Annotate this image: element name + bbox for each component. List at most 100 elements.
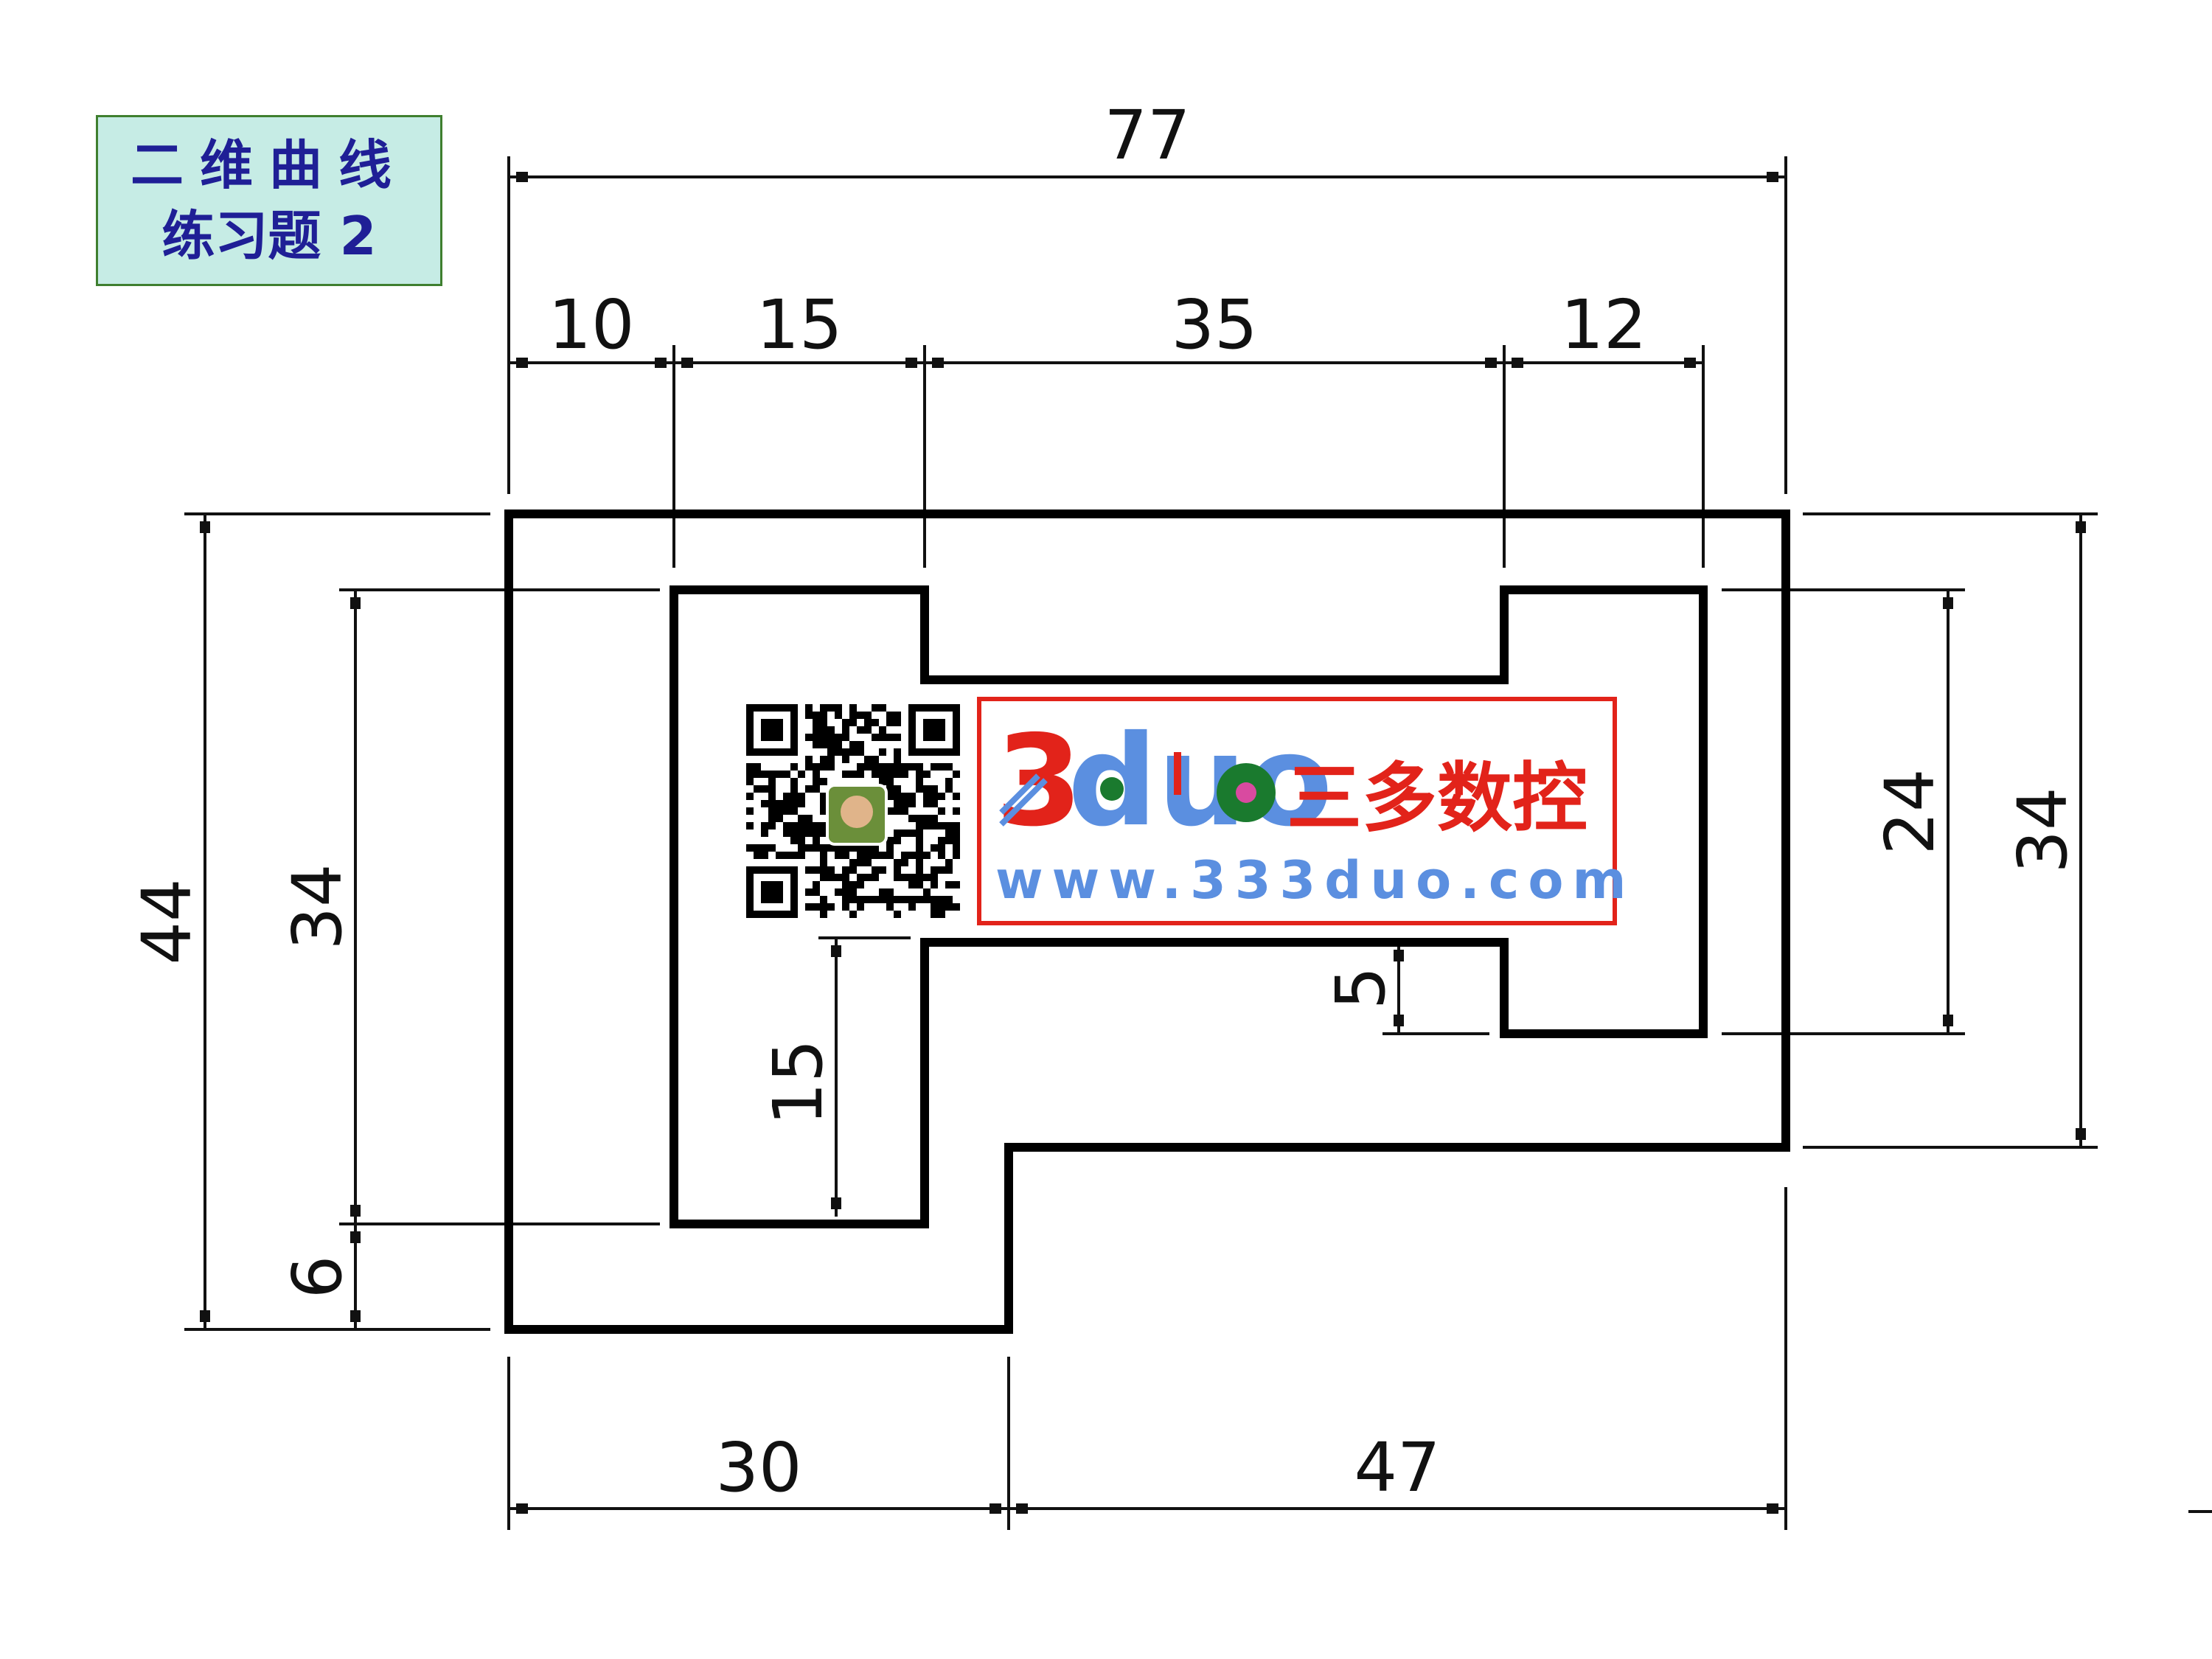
qr-module	[908, 815, 916, 822]
qr-module	[953, 881, 960, 888]
qr-module	[790, 822, 798, 830]
qr-module	[849, 896, 857, 903]
qr-module	[761, 771, 768, 778]
qr-module	[820, 800, 827, 807]
qr-module	[820, 712, 827, 719]
qr-module	[805, 822, 813, 830]
qr-module	[864, 896, 872, 903]
qr-module	[746, 778, 754, 785]
qr-module	[945, 881, 953, 888]
qr-module	[768, 807, 776, 815]
qr-module	[849, 719, 857, 726]
qr-module	[894, 763, 901, 771]
dim-bottom-seg-1: 30	[715, 1428, 801, 1507]
qr-module	[886, 837, 894, 844]
qr-module	[761, 844, 768, 852]
qr-module	[908, 896, 916, 903]
qr-module	[813, 785, 820, 793]
qr-module	[901, 830, 908, 837]
qr-module	[805, 830, 813, 837]
qr-module	[827, 844, 835, 852]
logo-brand-cn: 三多数控	[1287, 755, 1587, 843]
qr-module	[857, 844, 864, 852]
qr-module	[886, 771, 894, 778]
dim-left-bottom: 6	[278, 1256, 357, 1299]
qr-module	[835, 748, 842, 756]
qr-module	[842, 881, 849, 888]
qr-module	[938, 844, 945, 852]
qr-module	[945, 763, 953, 771]
qr-module	[820, 778, 827, 785]
qr-module	[761, 852, 768, 859]
qr-module	[931, 822, 938, 830]
logo-stripes	[999, 773, 1048, 827]
dim-top-seg-1: 10	[548, 285, 634, 364]
qr-module	[872, 896, 879, 903]
qr-module	[923, 822, 931, 830]
dim-top-seg-4: 12	[1560, 285, 1646, 364]
qr-module	[894, 793, 901, 800]
qr-module	[820, 911, 827, 918]
qr-module	[754, 763, 761, 771]
qr-module	[872, 763, 879, 771]
qr-module	[872, 734, 879, 741]
qr-module	[842, 896, 849, 903]
qr-module	[879, 734, 886, 741]
qr-module	[945, 859, 953, 866]
qr-module	[790, 763, 798, 771]
qr-module	[945, 837, 953, 844]
qr-module	[813, 741, 820, 748]
qr-module	[857, 852, 864, 859]
qr-module	[783, 822, 790, 830]
dim-top-total: 77	[1104, 96, 1190, 175]
qr-module	[931, 896, 938, 903]
qr-module	[923, 785, 931, 793]
qr-module	[768, 793, 776, 800]
qr-module	[908, 881, 916, 888]
qr-module	[857, 896, 864, 903]
dim-top-seg-2: 15	[756, 285, 842, 364]
qr-module	[827, 734, 835, 741]
qr-module	[938, 793, 945, 800]
qr-module	[790, 785, 798, 793]
qr-module	[864, 859, 872, 866]
qr-module	[901, 874, 908, 881]
qr-module	[798, 852, 805, 859]
qr-module	[768, 800, 776, 807]
qr-module	[886, 793, 894, 800]
qr-module	[931, 793, 938, 800]
qr-module	[938, 896, 945, 903]
qr-module	[746, 793, 754, 800]
qr-module	[916, 785, 923, 793]
qr-module	[886, 778, 894, 785]
logo-url: www.333duo.com	[995, 850, 1635, 911]
dim-left-outer: 44	[128, 878, 206, 964]
qr-module	[886, 712, 894, 719]
logo-brand-3: 3	[995, 709, 1082, 855]
qr-module	[864, 874, 872, 881]
qr-module	[849, 748, 857, 756]
qr-module	[746, 807, 754, 815]
qr-module	[820, 844, 827, 852]
qr-module	[857, 771, 864, 778]
qr-module	[827, 874, 835, 881]
qr-module	[894, 734, 901, 741]
qr-module	[798, 815, 805, 822]
qr-module	[820, 793, 827, 800]
qr-module	[768, 844, 776, 852]
qr-module	[953, 830, 960, 837]
qr-module	[931, 866, 938, 874]
qr-module	[805, 734, 813, 741]
qr-module	[938, 911, 945, 918]
qr-module	[820, 903, 827, 911]
qr-module	[842, 748, 849, 756]
qr-module	[835, 734, 842, 741]
qr-module	[864, 726, 872, 734]
qr-module	[879, 888, 886, 896]
qr-module	[813, 719, 820, 726]
qr-module	[864, 852, 872, 859]
qr-module	[872, 771, 879, 778]
qr-module	[916, 815, 923, 822]
qr-module	[813, 903, 820, 911]
qr-module	[908, 874, 916, 881]
